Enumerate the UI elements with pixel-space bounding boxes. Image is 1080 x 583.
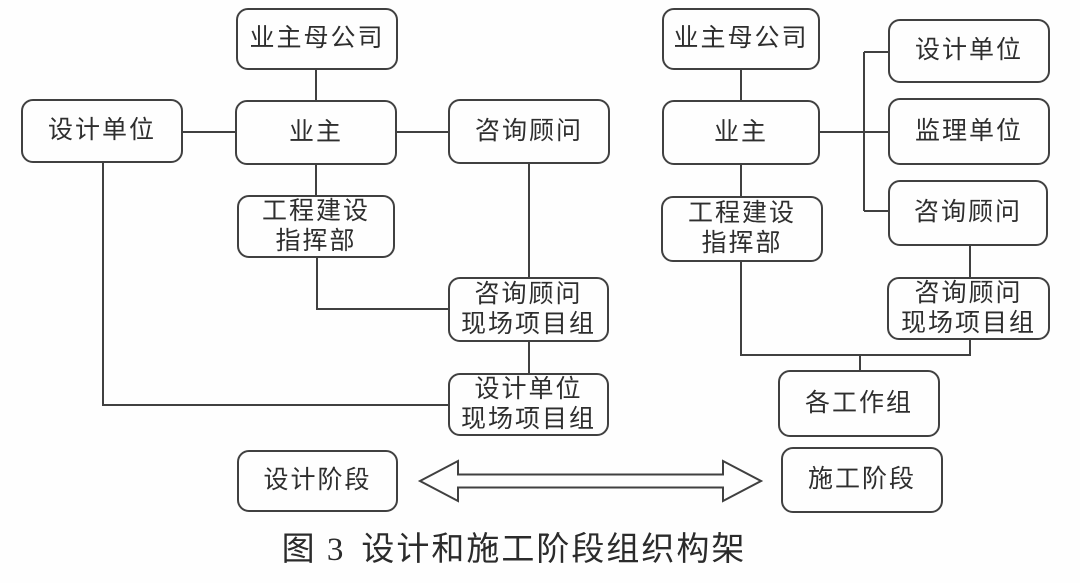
node-left-design-unit: 设计单位 [21, 99, 183, 163]
edge-left-construction-hq-to-left-consultant-site-team [316, 258, 448, 310]
node-right-consultant-site-team: 咨询顾问 现场项目组 [887, 277, 1050, 340]
node-right-stage-construction: 施工阶段 [781, 447, 943, 513]
node-right-owner-parent: 业主母公司 [662, 8, 820, 70]
node-left-construction-hq: 工程建设 指挥部 [237, 195, 395, 258]
edge-right-construction-hq-to-right-work-groups [740, 262, 860, 356]
node-left-owner-parent: 业主母公司 [236, 8, 398, 70]
figure-caption: 图 3 设计和施工阶段组织构架 [0, 521, 1054, 571]
node-right-consultant: 咨询顾问 [888, 180, 1048, 246]
edge-right-consultant-site-team-to-right-work-groups [860, 340, 971, 356]
node-left-owner: 业主 [235, 100, 397, 165]
node-right-construction-hq: 工程建设 指挥部 [661, 196, 823, 262]
node-left-consultant: 咨询顾问 [448, 99, 610, 164]
node-left-consultant-site-team: 咨询顾问 现场项目组 [448, 277, 609, 342]
node-left-design-site-team: 设计单位 现场项目组 [448, 373, 609, 436]
node-right-work-groups: 各工作组 [778, 370, 940, 437]
node-left-stage-design: 设计阶段 [237, 450, 398, 512]
node-right-design-unit: 设计单位 [888, 19, 1050, 83]
node-right-supervision-unit: 监理单位 [888, 98, 1050, 165]
node-right-owner: 业主 [662, 100, 820, 165]
figure-number: 图 3 [281, 532, 346, 568]
stage-double-arrow [417, 459, 764, 503]
figure-title: 设计和施工阶段组织构架 [361, 532, 747, 568]
edge-left-design-unit-to-left-design-site-team [102, 163, 448, 406]
